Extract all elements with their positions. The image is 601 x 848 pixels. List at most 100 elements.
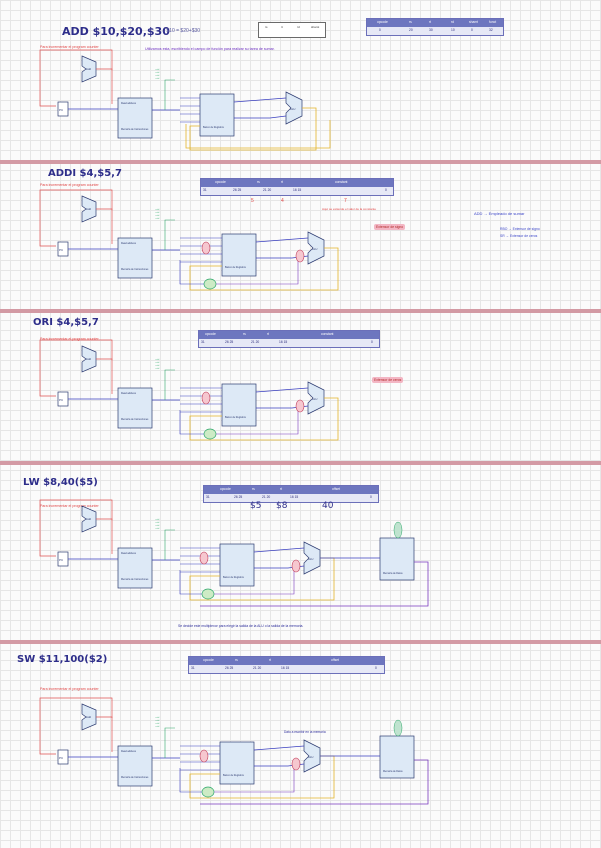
section-divider (0, 309, 601, 313)
adder-label: Add (86, 67, 91, 71)
instruction-memory-block (117, 237, 153, 279)
bit-label: 0 (370, 495, 372, 499)
pc-note: Para incrementar el program counter (40, 45, 99, 49)
bit-label: 16 15 (279, 340, 288, 344)
field-label: rt (280, 487, 283, 491)
bit-label: 31 (201, 340, 205, 344)
read-data1-wire (253, 745, 305, 751)
field-label: rd (451, 20, 454, 24)
read-data1-wire (233, 97, 287, 103)
alu-label: ALU (312, 397, 317, 401)
writeback-wire (189, 247, 339, 291)
instruction-memory-label: Memoria de Instrucciones (121, 776, 149, 779)
instruction-memory-block (117, 745, 153, 787)
sign-extend-block (203, 278, 217, 290)
read-data1-wire (255, 387, 309, 393)
data-memory-label: Memoria de Datos (383, 572, 403, 575)
read-address-label: Read address (121, 392, 137, 395)
pc-note: Para incrementar el program counter (40, 504, 99, 508)
mem-control-marker (393, 719, 403, 737)
zero-extend-tag: Extensor de ceros (372, 377, 404, 383)
section-title: ORI $4,$5,7 (33, 317, 99, 328)
field-label: offset (331, 658, 340, 662)
pc-label: PC (59, 558, 64, 562)
pc-note: Para incrementar el program counter (40, 687, 99, 691)
field-label: rs (252, 487, 255, 491)
bit-label: 21 20 (253, 666, 262, 670)
reg-dst-mux (199, 749, 209, 763)
instruction-format: opcode rs rt constant 31 26 25 21 20 16 … (198, 330, 380, 348)
adder-label: Add (86, 517, 91, 521)
control-label: • ctrl (155, 214, 160, 217)
bit-label: 31 (191, 666, 195, 670)
bit-table: rs rt rd shamt (258, 22, 326, 38)
register-bank-block (221, 383, 257, 427)
mem-readback-wire (200, 759, 429, 805)
bit-table-field: shamt (311, 25, 320, 29)
value-rt: $8 (276, 501, 288, 511)
section-title: ADDI $4,$5,7 (48, 168, 122, 179)
field-label: rs (409, 20, 412, 24)
bit-label: 26 25 (233, 188, 242, 192)
alu-label: ALU (308, 755, 313, 759)
bit-label: 16 15 (290, 495, 299, 499)
control-label: • ctrl (155, 211, 160, 214)
control-label: • ctrl (155, 68, 160, 71)
control-label: • ctrl (155, 217, 160, 220)
pc-label: PC (59, 398, 64, 402)
alu-block (303, 541, 321, 575)
pc-loop-wire (39, 499, 113, 557)
adder-out-wire (96, 208, 113, 244)
field-value: 0 (379, 28, 381, 32)
section-title: SW $11,100($2) (17, 654, 108, 665)
control-label: • ctrl (155, 527, 160, 530)
control-label: • ctrl (155, 71, 160, 74)
field-label: rt (267, 332, 270, 336)
control-label: • ctrl (155, 524, 160, 527)
field-label: rs (235, 658, 238, 662)
pc-label: PC (59, 248, 64, 252)
bit-label: 31 (206, 495, 210, 499)
adder-label: Add (86, 357, 91, 361)
mem-control-marker (393, 521, 403, 539)
section-divider (0, 461, 601, 465)
control-wire (164, 79, 175, 110)
adder-block (81, 55, 97, 83)
reg-dst-mux (199, 551, 209, 565)
adder-out-wire (96, 358, 113, 394)
extended-imm-wire (216, 410, 299, 435)
instruction-memory-label: Memoria de Instrucciones (121, 578, 149, 581)
read-address-label: Read address (121, 552, 137, 555)
field-label: opcode (220, 487, 231, 491)
alu-src-mux (295, 249, 305, 263)
alu-label: ALU (308, 557, 313, 561)
register-bank-label: Banco de Registros (225, 416, 247, 419)
section-addi: ADDI $4,$5,7 Para incrementar el program… (0, 164, 601, 310)
field-label: opcode (377, 20, 388, 24)
control-label: • ctrl (155, 361, 160, 364)
field-label: constant (321, 332, 334, 336)
sign-extend-tag: Extensor de signo (374, 224, 406, 230)
section-title: LW $8,40($5) (23, 477, 98, 488)
bit-label: 16 15 (293, 188, 302, 192)
bit-label: 21 20 (251, 340, 260, 344)
control-wire (164, 219, 175, 250)
adder-label: Add (86, 207, 91, 211)
field-label: funct (489, 20, 497, 24)
read-address-label: Read address (121, 750, 137, 753)
section-ori: ORI $4,$5,7 Para incrementar el program … (0, 313, 601, 461)
value-rs: 5 (251, 198, 254, 204)
field-label: shamt (469, 20, 478, 24)
formula: → $10 = $20+$30 (160, 28, 201, 34)
control-label: • ctrl (155, 367, 160, 370)
adder-block (81, 195, 97, 223)
alu-block (307, 381, 325, 415)
write-data-note: Dato a escribir en la memoria (284, 730, 326, 734)
register-bank-label: Banco de Registros (223, 774, 245, 777)
control-wire (164, 369, 175, 400)
annotation: Utilizamos esta, escribiendo el campo de… (145, 47, 275, 51)
pc-loop-wire (39, 49, 113, 107)
